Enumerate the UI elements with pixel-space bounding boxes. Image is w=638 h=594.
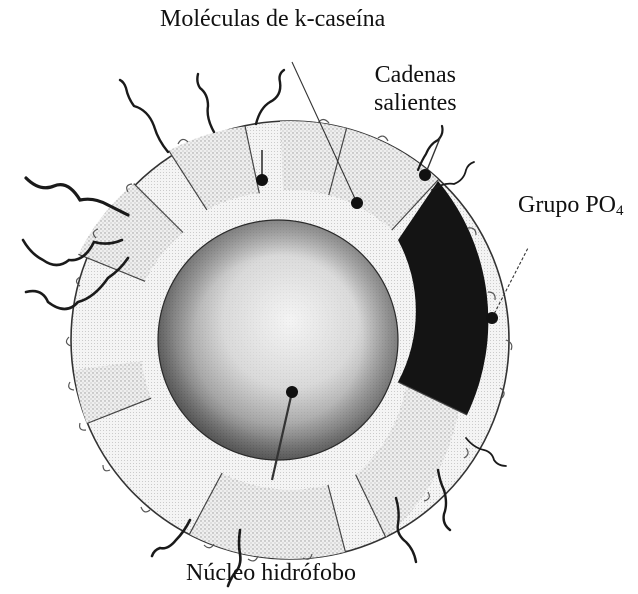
phosphate-pointer [491, 247, 529, 319]
protruding-chains [21, 68, 507, 588]
ring-segment [189, 473, 346, 559]
protruding-chains-label: Cadenas salientes [374, 62, 457, 117]
chain [394, 496, 418, 564]
marker-dots [256, 169, 498, 398]
phosphate-segment [398, 181, 489, 415]
chain [196, 72, 216, 134]
chain [465, 437, 507, 467]
phosphate-group-subscript: 4 [616, 203, 624, 219]
chain-dot-pointer [424, 137, 441, 176]
chain [416, 124, 444, 172]
protruding-chains-line2: salientes [374, 89, 457, 116]
chain [150, 518, 192, 558]
ring-segment [78, 183, 183, 282]
phosphate-dot [486, 312, 498, 324]
casein-dot [256, 174, 268, 186]
chain [118, 78, 170, 154]
casein-ring-segments [74, 120, 489, 559]
ring-segment [74, 361, 152, 424]
ring-segment [355, 386, 460, 538]
ring-segment [280, 120, 347, 196]
casein-molecules-label: Moléculas de k-caseína [160, 6, 386, 32]
core-pointer [270, 391, 294, 481]
chain-tip-dot [419, 169, 431, 181]
chain [436, 468, 452, 532]
chain [431, 161, 475, 191]
chains-pointer [291, 61, 358, 204]
chains-dot [351, 197, 363, 209]
chain [21, 238, 124, 267]
chain [24, 176, 130, 217]
phosphate-group-text: Grupo PO [518, 192, 617, 218]
chain [254, 68, 286, 126]
ring-segment [168, 126, 260, 210]
hydrophobic-core [157, 219, 399, 461]
chain [226, 528, 242, 588]
chain [24, 256, 130, 311]
hydrophobic-core-label: Núcleo hidrófobo [186, 560, 356, 586]
phosphate-group-label: Grupo PO4 [518, 192, 624, 220]
protruding-chains-line1: Cadenas [374, 62, 456, 88]
core-dot [286, 386, 298, 398]
surface-bumps [65, 118, 513, 562]
